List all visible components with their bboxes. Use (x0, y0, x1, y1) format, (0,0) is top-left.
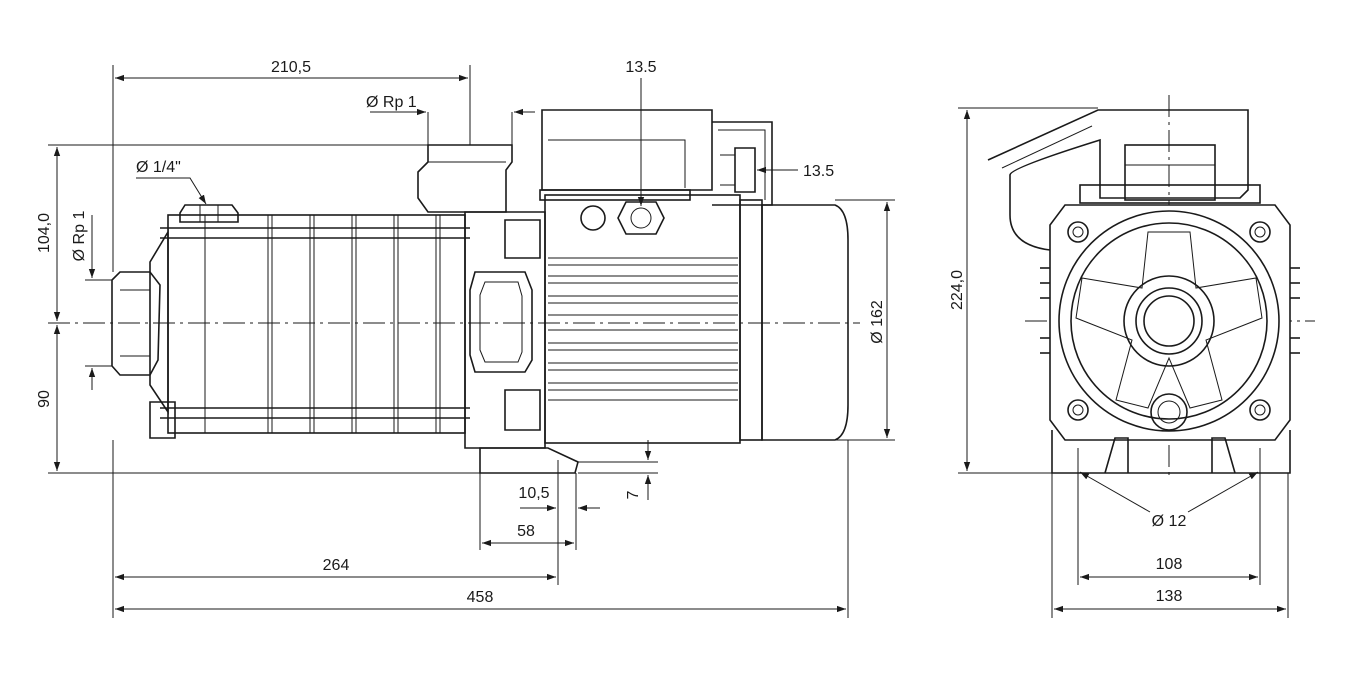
front-drain-plug (1150, 393, 1188, 431)
dim-foot-width-total: 138 (1156, 588, 1183, 605)
bottom-nut (149, 401, 176, 439)
front-discharge (1124, 144, 1216, 201)
vent-plug (179, 204, 239, 223)
dim-inlet-thread: Ø Rp 1 (366, 94, 417, 111)
front-terminal-box (987, 109, 1249, 251)
dim-vent-plug: Ø 1/4" (136, 159, 181, 176)
pump-front-view (987, 95, 1315, 480)
dim-total-length: 458 (467, 589, 494, 606)
terminal-box (541, 109, 713, 191)
dim-top-length: 210,5 (271, 59, 311, 76)
dim-total-height: 224,0 (949, 270, 966, 310)
front-impeller (1075, 231, 1263, 409)
front-casing (1049, 204, 1291, 441)
stage-lines (204, 215, 441, 433)
front-suction-port (1143, 295, 1195, 347)
dim-cable-gland-side: 13.5 (803, 163, 834, 180)
cable-gland-plug (580, 205, 606, 231)
suction-flange (111, 271, 161, 376)
dim-foot-hole-spacing: 108 (1156, 556, 1183, 573)
dim-foot-thickness: 7 (625, 490, 642, 499)
dim-shaft-height: 90 (36, 390, 53, 408)
front-fins (1040, 267, 1300, 354)
cooling-fins (548, 257, 738, 401)
side-view-dimensions: 210,5 Ø Rp 1 Ø 1/4" 13.5 13.5 104,0 90 Ø… (36, 59, 895, 618)
dim-foot-width: 58 (517, 523, 535, 540)
stage-casing (167, 214, 466, 434)
cable-gland-side (734, 147, 756, 193)
pump-side-view (48, 109, 860, 474)
pump-foot (479, 447, 579, 474)
front-view-dimensions: 224,0 Ø 12 108 138 (949, 107, 1289, 618)
front-bolts (1067, 221, 1271, 421)
terminal-box-base (539, 189, 691, 201)
dim-foot-position: 264 (323, 557, 350, 574)
dim-suction-thread: Ø Rp 1 (71, 211, 88, 262)
front-flange-outer (1058, 210, 1280, 432)
dim-bolt-hole: Ø 12 (1152, 513, 1187, 530)
motor-body (544, 194, 741, 444)
dim-suction-height: 104,0 (36, 213, 53, 253)
dim-foot-offset: 10,5 (518, 485, 549, 502)
motor-end-shield (739, 199, 763, 441)
fan-cover (761, 204, 849, 441)
discharge-port (417, 144, 513, 213)
dim-motor-diameter: Ø 162 (869, 300, 886, 344)
cable-gland-front (617, 201, 665, 235)
dim-cable-gland-top: 13.5 (625, 59, 656, 76)
front-foot (1051, 430, 1291, 474)
